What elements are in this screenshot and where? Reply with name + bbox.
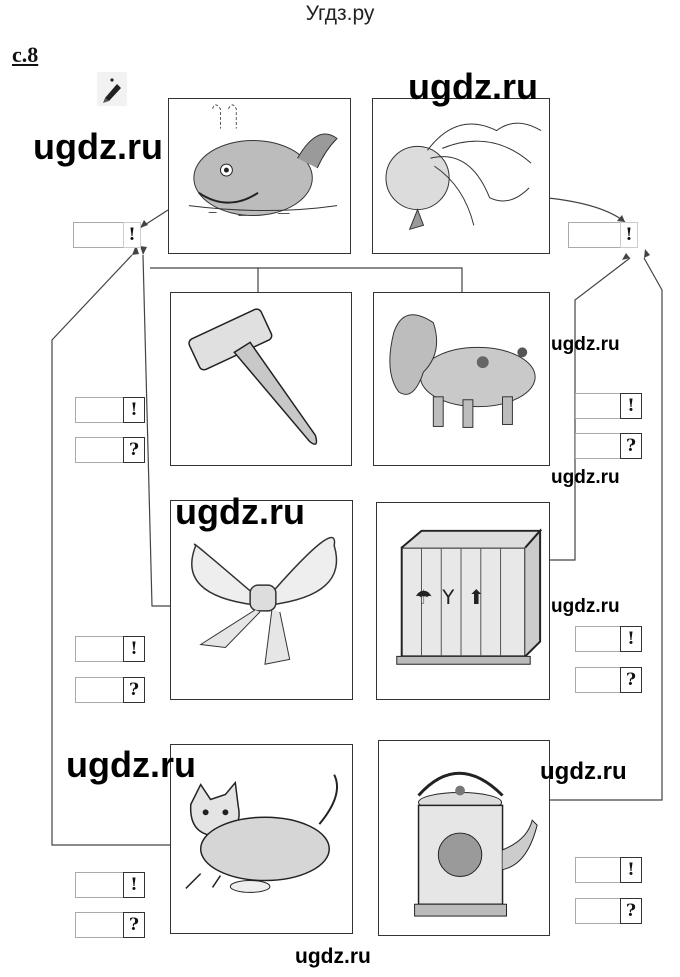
watermark: ugdz.ru [66,744,196,785]
question-mark: ? [620,667,642,693]
answer-row-bow-question: ? [75,677,145,703]
exclamation-mark: ! [620,393,642,419]
question-mark: ? [123,912,145,938]
exclamation-mark: ! [123,397,145,423]
answer-row-hammer-question: ? [75,437,145,463]
hippo-icon [389,314,536,428]
answer-field[interactable] [75,677,123,703]
svg-text:⬆: ⬆ [468,586,485,609]
answer-row-crate-exclaim: ! [575,626,642,652]
picture-card-cat[interactable] [170,744,353,934]
answer-field[interactable] [73,222,123,248]
exclamation-mark: ! [620,222,638,248]
answer-field[interactable] [575,626,620,652]
whale-icon [188,104,338,216]
question-mark: ? [620,898,642,924]
answer-field[interactable] [75,437,123,463]
answer-row-kettle-question: ? [575,898,642,924]
answer-field[interactable] [75,912,123,938]
svg-text:☂: ☂ [415,586,433,609]
cat-icon [185,774,338,893]
picture-card-turnip[interactable] [372,98,550,254]
answer-field[interactable] [75,636,123,662]
watermark: ugdz.ru [551,596,620,617]
answer-row-hippo-question: ? [575,433,642,459]
question-mark: ? [620,433,642,459]
question-mark: ? [123,437,145,463]
exclamation-mark: ! [123,222,141,248]
exclamation-mark: ! [620,857,642,883]
answer-field[interactable] [75,872,123,898]
picture-card-crate[interactable]: ☂ Y ⬆ [376,502,550,700]
exclamation-mark: ! [620,626,642,652]
pencil-icon [97,72,127,106]
bow-icon [191,536,338,665]
site-title: Угдз.ру [305,2,375,25]
answer-row-bow-exclaim: ! [75,636,145,662]
turnip-icon [385,122,542,231]
answer-field[interactable] [75,397,123,423]
kettle-icon [414,771,538,917]
answer-row-kettle-exclaim: ! [575,857,642,883]
answer-row-hippo-exclaim: ! [575,393,642,419]
watermark: ugdz.ru [551,467,620,488]
answer-field[interactable] [575,393,620,419]
exclamation-mark: ! [123,636,145,662]
answer-row-cat-exclaim: ! [75,872,145,898]
answer-field[interactable] [568,222,620,248]
picture-card-hippo[interactable] [373,292,550,466]
answer-row-turnip: ! [568,222,638,248]
answer-field[interactable] [575,857,620,883]
answer-field[interactable] [575,898,620,924]
answer-row-crate-question: ? [575,667,642,693]
page-number: с.8 [12,42,39,67]
watermark: ugdz.ru [540,758,627,785]
crate-icon: ☂ Y ⬆ [396,528,543,665]
answer-row-hammer-exclaim: ! [75,397,145,423]
watermark: ugdz.ru [551,334,620,355]
answer-field[interactable] [575,433,620,459]
answer-field[interactable] [575,667,620,693]
svg-text:Y: Y [441,586,455,609]
watermark: ugdz.ru [33,126,163,167]
watermark: ugdz.ru [408,66,538,107]
picture-card-whale[interactable] [168,98,351,254]
answer-row-cat-question: ? [75,912,145,938]
picture-card-kettle[interactable] [378,740,550,936]
hammer-icon [188,308,318,445]
answer-row-whale: ! [73,222,141,248]
picture-card-hammer[interactable] [170,292,352,466]
question-mark: ? [123,677,145,703]
picture-card-bow[interactable] [170,500,353,700]
watermark: ugdz.ru [175,491,305,532]
exclamation-mark: ! [123,872,145,898]
watermark-bottom: ugdz.ru [295,945,371,968]
